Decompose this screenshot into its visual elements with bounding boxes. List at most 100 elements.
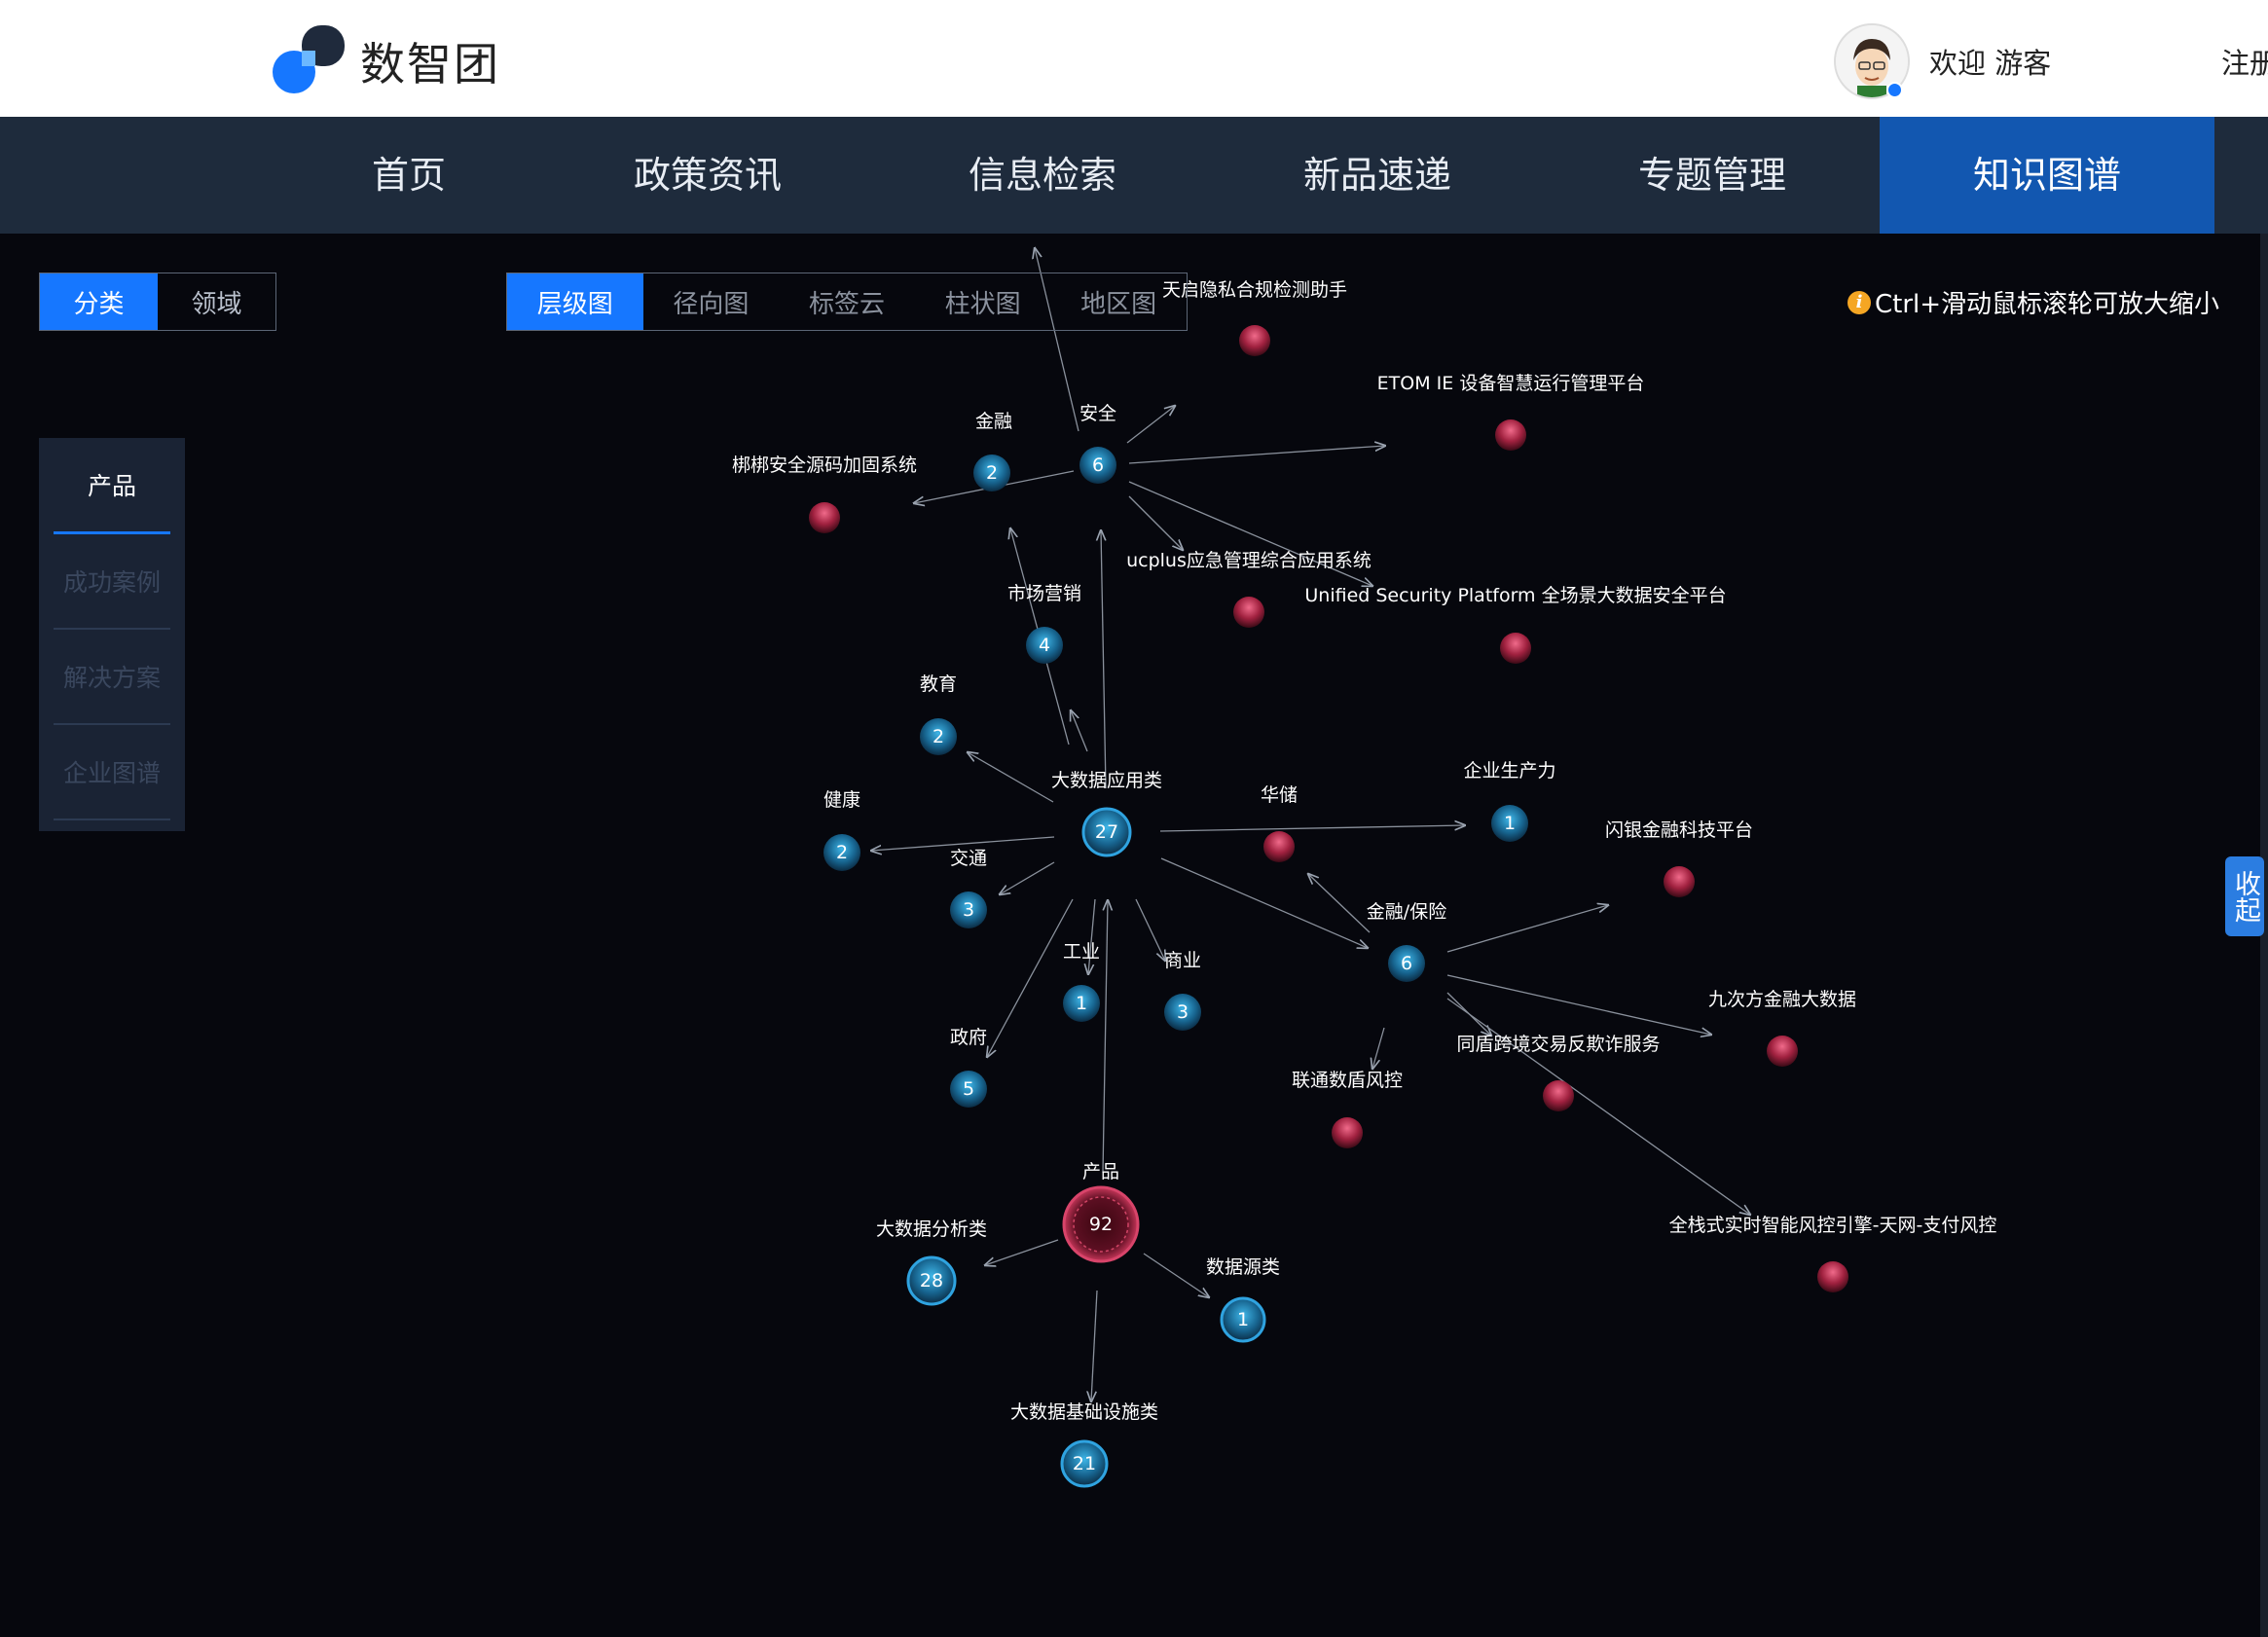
node-ucplus-label: ucplus应急管理综合应用系统	[1126, 550, 1372, 571]
sidebar-item-product[interactable]: 产品	[54, 438, 170, 534]
edge-app-government	[987, 898, 1074, 1057]
node-shanyin[interactable]: 闪银金融科技平台	[1605, 819, 1753, 897]
node-shanyin-label: 闪银金融科技平台	[1605, 819, 1753, 841]
nav-new-products[interactable]: 新品速递	[1302, 154, 1451, 197]
node-bigdata-infra-count: 21	[1073, 1453, 1096, 1474]
node-bangbang-label: 梆梆安全源码加固系统	[732, 455, 917, 476]
nav-info-search[interactable]: 信息检索	[968, 154, 1116, 197]
tab-hierarchy[interactable]: 层级图	[507, 273, 643, 330]
toggle-category[interactable]: 分类	[40, 273, 158, 330]
node-huachu[interactable]: 华储	[1261, 784, 1298, 862]
node-data-source[interactable]: 1 数据源类	[1206, 1256, 1280, 1343]
node-health[interactable]: 2 健康	[823, 789, 860, 871]
node-fin-insurance[interactable]: 6 金融/保险	[1367, 901, 1446, 982]
node-bigdata-infra[interactable]: 21 大数据基础设施类	[1010, 1401, 1158, 1488]
edge-app-marketing	[1071, 710, 1088, 752]
node-bigdata-infra-label: 大数据基础设施类	[1010, 1401, 1158, 1423]
node-bigdata-app-count: 27	[1095, 821, 1118, 843]
node-bangbang[interactable]: 梆梆安全源码加固系统	[732, 455, 917, 533]
node-marketing[interactable]: 4 市场营销	[1007, 583, 1081, 664]
node-bigdata-analysis-count: 28	[920, 1270, 943, 1291]
node-industry[interactable]: 1 工业	[1063, 941, 1100, 1022]
node-bigdata-app[interactable]: 27 大数据应用类	[1051, 770, 1162, 857]
edge-product-infra	[1091, 1290, 1098, 1401]
node-marketing-count: 4	[1039, 635, 1050, 656]
edge-app-security	[1101, 530, 1107, 789]
edge-app-transport	[1000, 861, 1055, 894]
node-liantong[interactable]: 联通数盾风控	[1292, 1070, 1403, 1148]
node-tongdun-label: 同盾跨境交易反欺诈服务	[1456, 1034, 1660, 1055]
tab-bar-chart[interactable]: 柱状图	[944, 289, 1021, 319]
sidebar-item-success-cases[interactable]: 成功案例	[54, 534, 170, 630]
register-link[interactable]: 注册	[2221, 47, 2268, 80]
node-finance-label: 金融	[975, 411, 1012, 432]
node-industry-label: 工业	[1063, 941, 1100, 963]
node-etom-label: ETOM IE 设备智慧运行管理平台	[1377, 373, 1645, 394]
sidebar-item-solutions[interactable]: 解决方案	[54, 630, 170, 725]
online-status-dot	[1886, 82, 1903, 98]
node-data-source-count: 1	[1237, 1309, 1249, 1330]
node-transport-count: 3	[963, 899, 974, 921]
toggle-domain[interactable]: 领域	[191, 289, 242, 319]
edge-security-tianqi	[1035, 248, 1079, 432]
node-ucplus[interactable]: ucplus应急管理综合应用系统	[1126, 550, 1372, 628]
nav-topic-management[interactable]: 专题管理	[1637, 154, 1786, 197]
node-security[interactable]: 6 安全	[1079, 403, 1116, 484]
node-industry-count: 1	[1076, 993, 1087, 1014]
node-product[interactable]: 92 产品	[1062, 1161, 1140, 1263]
nav-knowledge-graph[interactable]: 知识图谱	[1880, 117, 2214, 234]
node-product-count: 92	[1089, 1214, 1113, 1235]
node-health-count: 2	[836, 842, 848, 863]
tab-region-map[interactable]: 地区图	[1080, 289, 1157, 319]
node-commerce-count: 3	[1177, 1001, 1189, 1023]
nav-policy-news[interactable]: 政策资讯	[633, 154, 782, 197]
view-type-tabs: 层级图 径向图 标签云 柱状图 地区图	[506, 273, 1188, 331]
nav-home[interactable]: 首页	[371, 154, 446, 197]
collapse-button[interactable]: 收起	[2225, 856, 2264, 936]
edge-app-fin-insurance	[1160, 857, 1368, 948]
node-commerce[interactable]: 3 商业	[1164, 950, 1201, 1031]
node-usp[interactable]: Unified Security Platform 全场景大数据安全平台	[1304, 585, 1727, 664]
node-transport-label: 交通	[950, 848, 987, 869]
edge-security-a	[1126, 406, 1175, 444]
node-government[interactable]: 5 政府	[950, 1027, 987, 1108]
node-finance[interactable]: 2 金融	[973, 411, 1012, 491]
node-quanzhan[interactable]: 全栈式实时智能风控引擎-天网-支付风控	[1669, 1215, 1997, 1292]
node-education-label: 教育	[920, 673, 957, 695]
node-finance-count: 2	[986, 462, 998, 484]
node-etom[interactable]: ETOM IE 设备智慧运行管理平台	[1377, 373, 1645, 451]
node-jiuci[interactable]: 九次方金融大数据	[1708, 989, 1856, 1067]
node-bigdata-analysis[interactable]: 28 大数据分析类	[876, 1219, 987, 1306]
node-education[interactable]: 2 教育	[920, 673, 957, 755]
edge-product-analysis	[985, 1239, 1059, 1265]
node-marketing-label: 市场营销	[1007, 583, 1081, 604]
zoom-hint-text: Ctrl+滑动鼠标滚轮可放大缩小	[1875, 290, 2220, 319]
node-usp-label: Unified Security Platform 全场景大数据安全平台	[1304, 585, 1726, 606]
brand-name[interactable]: 数智团	[360, 38, 500, 91]
node-data-source-label: 数据源类	[1206, 1256, 1280, 1278]
tab-radial[interactable]: 径向图	[673, 289, 750, 319]
node-security-label: 安全	[1079, 403, 1116, 424]
edge-app-industry	[1088, 898, 1096, 974]
node-productivity-count: 1	[1504, 813, 1516, 834]
edge-fin-liantong	[1372, 1027, 1385, 1069]
brand-logo-icon[interactable]	[273, 25, 347, 93]
node-transport[interactable]: 3 交通	[950, 848, 987, 928]
node-tongdun[interactable]: 同盾跨境交易反欺诈服务	[1456, 1034, 1661, 1111]
node-productivity[interactable]: 1 企业生产力	[1463, 760, 1556, 842]
tab-tag-cloud[interactable]: 标签云	[808, 289, 885, 319]
node-tianqi-label: 天启隐私合规检测助手	[1162, 279, 1347, 301]
node-education-count: 2	[933, 726, 944, 747]
node-jiuci-label: 九次方金融大数据	[1708, 989, 1856, 1010]
zoom-hint: i Ctrl+滑动鼠标滚轮可放大缩小	[1847, 284, 2219, 320]
info-icon: i	[1847, 290, 1871, 314]
sidebar-item-enterprise-graph[interactable]: 企业图谱	[54, 725, 170, 820]
node-tianqi[interactable]: 天启隐私合规检测助手	[1162, 279, 1347, 356]
right-scroll-edge	[2260, 234, 2268, 1637]
node-quanzhan-label: 全栈式实时智能风控引擎-天网-支付风控	[1669, 1215, 1997, 1236]
edge-fin-jiuci	[1446, 974, 1711, 1035]
main-nav: 首页 政策资讯 信息检索 新品速递 专题管理 知识图谱	[0, 117, 2268, 234]
node-bigdata-app-label: 大数据应用类	[1051, 770, 1162, 791]
edge-app-education	[968, 752, 1054, 803]
